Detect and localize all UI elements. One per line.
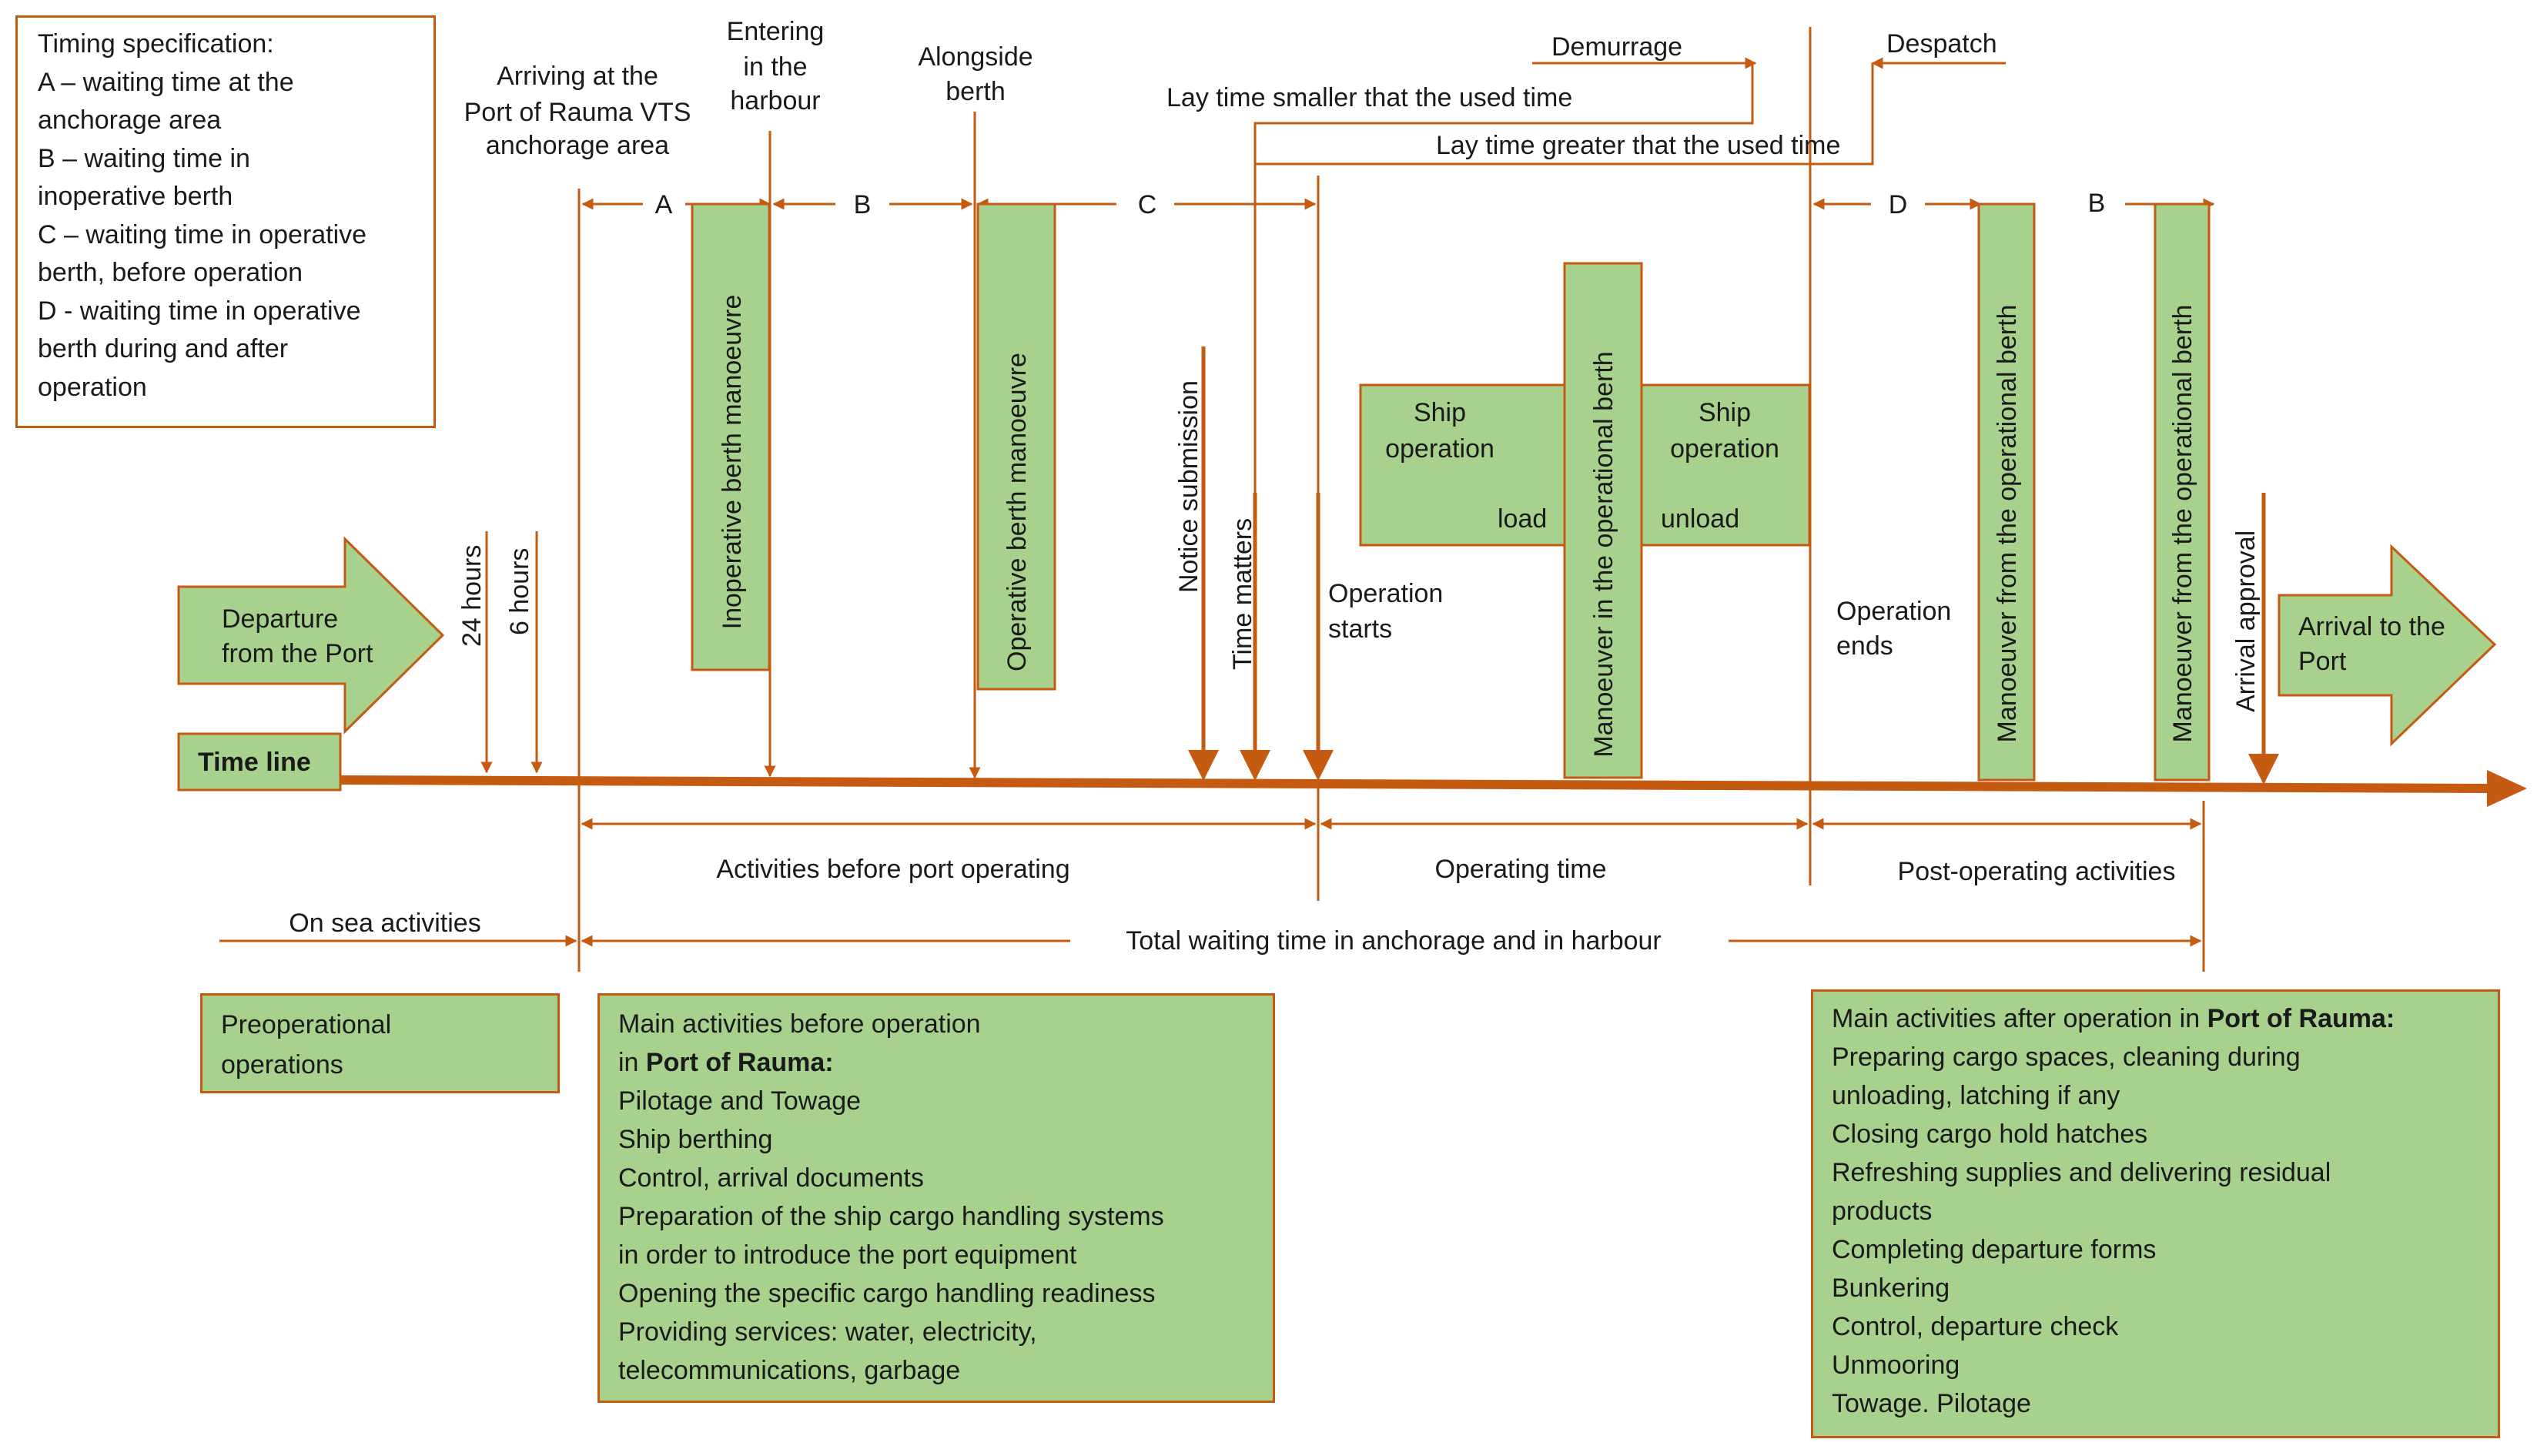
ship-operation-load-tag: load [1498,504,1547,534]
before-box-item: Control, arrival documents [618,1163,924,1193]
before-box-item: in order to introduce the port equipment [618,1240,1077,1270]
before-box-item: Providing services: water, electricity, [618,1317,1037,1347]
preoperational-line: Preoperational [221,1010,392,1039]
after-box-item: unloading, latching if any [1832,1081,2120,1110]
preoperational-line: operations [221,1050,343,1079]
manoeuver-from-berth-bar-1 [1977,203,2036,782]
timing-spec-line: operation [38,372,147,402]
timing-spec-line: D - waiting time in operative [38,296,361,326]
after-box-item: Completing departure forms [1832,1235,2157,1264]
after-box-title: Main activities after operation in Port … [1832,999,2498,1038]
manoeuver-in-berth-bar [1563,262,1643,779]
activities-before-label: Activities before port operating [716,855,1069,884]
activities-before-box: Main activities before operation in Port… [597,993,1275,1403]
before-box-subtitle: in Port of Rauma: [618,1043,1273,1082]
despatch-label: Despatch [1886,29,1997,59]
before-box-item: Ship berthing [618,1125,773,1154]
after-box-item: Unmooring [1832,1351,1960,1380]
lay-time-smaller-line [1253,63,1754,493]
after-box-item: Bunkering [1832,1274,1950,1303]
before-box-item: Preparation of the ship cargo handling s… [618,1202,1164,1231]
before-box-item: telecommunications, garbage [618,1356,961,1385]
after-box-prefix: Main activities after operation in [1832,1004,2207,1033]
before-box-title: Main activities before operation [618,1009,981,1039]
arrival-approval-label: Arrival approval [2231,531,2261,712]
on-sea-label: On sea activities [289,909,480,938]
timing-spec-line: anchorage area [38,105,222,135]
hours-6-label: 6 hours [505,548,534,635]
timing-spec-line: berth during and after [38,334,289,363]
post-operating-label: Post-operating activities [1898,857,2176,886]
operative-berth-manoeuvre-bar [976,203,1056,691]
timing-spec-line: B – waiting time in [38,143,250,173]
hours-24-label: 24 hours [457,545,487,647]
ship-operation-unload-tag: unload [1661,504,1739,534]
interval-c-label: C [1138,190,1157,219]
before-box-port: Port of Rauma: [645,1048,834,1077]
time-matters-label: Time matters [1228,518,1257,670]
activities-after-box: Main activities after operation in Port … [1811,989,2500,1438]
before-box-item: Opening the specific cargo handling read… [618,1279,1156,1308]
total-waiting-label: Total waiting time in anchorage and in h… [1126,926,1662,956]
manoeuver-from-berth-label-2: Manoeuver from the operational berth [2168,305,2197,743]
after-box-item: Closing cargo hold hatches [1832,1120,2148,1149]
timing-spec-line: inoperative berth [38,182,233,211]
inoperative-berth-manoeuvre-label: Inoperative berth manoeuvre [718,295,747,630]
preoperational-operations-box: Preoperational operations [200,993,560,1093]
timing-spec-title: Timing specification: [38,29,274,59]
lay-time-greater-label: Lay time greater that the used time [1436,131,1840,160]
manoeuver-from-berth-label-1: Manoeuver from the operational berth [1993,305,2022,743]
timing-spec-line: A – waiting time at the [38,67,294,97]
main-timeline [338,770,2527,807]
after-box-item: Control, departure check [1832,1312,2119,1341]
inoperative-berth-manoeuvre-bar [691,203,771,671]
timing-spec-line: C – waiting time in operative [38,219,367,249]
interval-a-label: A [655,190,673,219]
timing-spec-line: berth, before operation [38,258,303,287]
after-box-item: products [1832,1197,1933,1226]
after-box-item: Refreshing supplies and delivering resid… [1832,1158,2331,1187]
notice-submission-label: Notice submission [1174,380,1203,593]
timing-specification-box: Timing specification: A – waiting time a… [15,15,436,428]
lay-time-greater-line [1255,63,1874,166]
time-line-label: Time line [198,748,311,777]
operating-time-label: Operating time [1435,855,1607,884]
after-box-port: Port of Rauma: [2207,1004,2395,1033]
operative-berth-manoeuvre-label: Operative berth manoeuvre [1002,353,1032,671]
after-box-item: Towage. Pilotage [1832,1389,2031,1418]
lay-time-smaller-label: Lay time smaller that the used time [1166,83,1572,112]
demurrage-label: Demurrage [1551,32,1682,62]
departure-arrow-shape [177,536,445,735]
before-box-prefix: in [618,1048,646,1077]
interval-d-label: D [1889,190,1908,219]
arrival-arrow-shape [2278,544,2497,747]
after-box-item: Preparing cargo spaces, cleaning during [1832,1043,2301,1072]
interval-b-label: B [854,190,872,219]
before-box-item: Pilotage and Towage [618,1086,862,1116]
time-line-box [177,732,342,792]
manoeuver-in-berth-label: Manoeuver in the operational berth [1589,351,1618,757]
manoeuver-from-berth-bar-2 [2154,203,2211,782]
interval-b2-label: B [2088,189,2106,218]
